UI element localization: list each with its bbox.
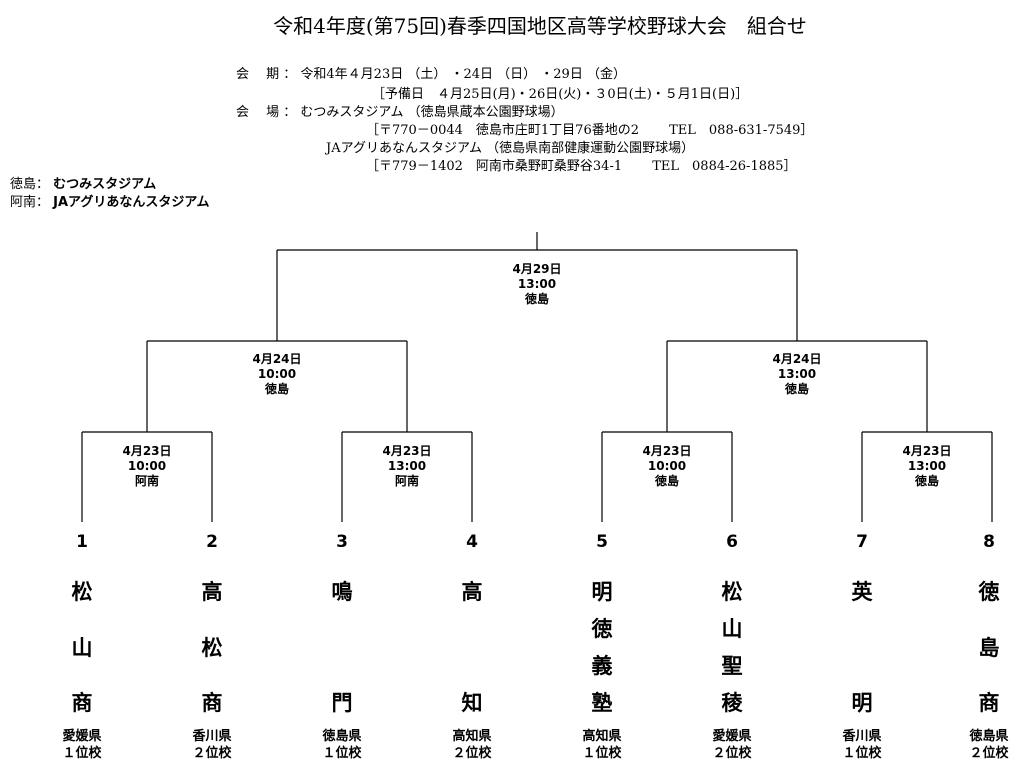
team-qualification: 高知県 １位校 (567, 728, 637, 762)
team-qualification: 徳島県 １位校 (307, 728, 377, 762)
team-rank: ２位校 (192, 746, 232, 761)
team-name-char: 商 (201, 691, 223, 715)
team-qualification: 徳島県 ２位校 (954, 728, 1024, 762)
match-time: 10:00 (647, 459, 687, 473)
team-rank: ２位校 (452, 746, 492, 761)
team-name-char: 島 (978, 636, 1000, 660)
team-name-char: 徳 (978, 580, 1000, 604)
team-name-char: 稜 (721, 691, 743, 715)
info-venue-1-address: ［〒770－0044 徳島市庄町1丁目76番地の2 TEL 088-631-75… (366, 123, 814, 138)
team-name-char: 山 (721, 617, 743, 641)
match-venue: 徳島 (914, 474, 939, 488)
venue-legend-label: 阿南： (10, 195, 50, 210)
match-date: 4月23日 (902, 444, 952, 458)
match-venue: 徳島 (524, 292, 549, 306)
team-rank: １位校 (62, 746, 102, 761)
info-reserve-days: ［予備日 ４月25日(月)・26日(火)・３0日(土)・５月1日(日)］ (372, 87, 749, 102)
match-round1-1: 4月23日 10:00 阿南 (87, 444, 207, 489)
team-qualification: 香川県 ２位校 (177, 728, 247, 762)
match-semifinal-1: 4月24日 10:00 徳島 (217, 352, 337, 397)
team-name-char: 門 (331, 691, 353, 715)
match-date: 4月24日 (772, 352, 822, 366)
match-time: 13:00 (517, 277, 557, 291)
team-name-char: 山 (71, 636, 93, 660)
match-date: 4月23日 (382, 444, 432, 458)
page-title: 令和4年度(第75回)春季四国地区高等学校野球大会 組合せ (273, 14, 807, 38)
match-venue: 阿南 (134, 474, 159, 488)
info-venue-2-address: ［〒779－1402 阿南市桑野町桑野谷34-1 TEL 0884-26-188… (366, 159, 797, 174)
team-qualification: 愛媛県 ２位校 (697, 728, 767, 762)
match-final: 4月29日 13:00 徳島 (477, 262, 597, 307)
team-prefecture: 徳島県 (322, 729, 362, 744)
team-rank: １位校 (322, 746, 362, 761)
team-number: 6 (726, 532, 738, 552)
team-name-char: 聖 (721, 654, 743, 678)
team-qualification: 香川県 １位校 (827, 728, 897, 762)
match-venue: 徳島 (264, 382, 289, 396)
team-prefecture: 香川県 (842, 729, 882, 744)
team-name-char: 高 (201, 580, 223, 604)
match-date: 4月24日 (252, 352, 302, 366)
team-number: 2 (206, 532, 218, 552)
venue-legend: 徳島： むつみスタジアム 阿南： JAアグリあなんスタジアム (10, 176, 210, 212)
match-date: 4月23日 (642, 444, 692, 458)
team-rank: ２位校 (969, 746, 1009, 761)
team-name-char: 徳 (591, 617, 613, 641)
team-prefecture: 愛媛県 (62, 729, 102, 744)
match-time: 13:00 (907, 459, 947, 473)
match-semifinal-2: 4月24日 13:00 徳島 (737, 352, 857, 397)
team-name-char: 知 (461, 691, 483, 715)
team-number: 4 (466, 532, 478, 552)
team-rank: １位校 (842, 746, 882, 761)
venue-legend-anan: 阿南： JAアグリあなんスタジアム (10, 194, 210, 212)
match-time: 13:00 (777, 367, 817, 381)
venue-legend-label: 徳島： (10, 177, 50, 192)
match-venue: 阿南 (394, 474, 419, 488)
team-name-char: 英 (851, 580, 873, 604)
info-venue-2: JAアグリあなんスタジアム （徳島県南部健康運動公園野球場） (326, 141, 695, 156)
team-number: 1 (76, 532, 88, 552)
team-prefecture: 高知県 (582, 729, 622, 744)
team-rank: １位校 (582, 746, 622, 761)
team-name-char: 義 (591, 654, 613, 678)
team-number: 3 (336, 532, 348, 552)
team-prefecture: 愛媛県 (712, 729, 752, 744)
venue-legend-name: JAアグリあなんスタジアム (53, 195, 210, 210)
venue-legend-name: むつみスタジアム (53, 177, 157, 192)
team-name-char: 明 (851, 691, 873, 715)
team-qualification: 愛媛県 １位校 (47, 728, 117, 762)
team-qualification: 高知県 ２位校 (437, 728, 507, 762)
match-round1-2: 4月23日 13:00 阿南 (347, 444, 467, 489)
team-prefecture: 高知県 (452, 729, 492, 744)
team-name-char: 高 (461, 580, 483, 604)
team-name-char: 松 (201, 636, 223, 660)
team-name-char: 松 (721, 580, 743, 604)
match-round1-4: 4月23日 13:00 徳島 (867, 444, 987, 489)
info-venue-1: 会 場 ： むつみスタジアム （徳島県蔵本公園野球場） (236, 105, 564, 120)
match-time: 10:00 (127, 459, 167, 473)
team-rank: ２位校 (712, 746, 752, 761)
team-number: 5 (596, 532, 608, 552)
team-number: 7 (856, 532, 868, 552)
team-name-char: 明 (591, 580, 613, 604)
match-time: 13:00 (387, 459, 427, 473)
team-name-char: 商 (71, 691, 93, 715)
match-venue: 徳島 (784, 382, 809, 396)
team-name-char: 商 (978, 691, 1000, 715)
team-name-char: 塾 (591, 691, 613, 715)
team-name-char: 鳴 (331, 580, 353, 604)
match-venue: 徳島 (654, 474, 679, 488)
team-prefecture: 香川県 (192, 729, 232, 744)
team-number: 8 (983, 532, 995, 552)
team-prefecture: 徳島県 (969, 729, 1009, 744)
team-name-char: 松 (71, 580, 93, 604)
info-period: 会 期 ： 令和4年４月23日 （土） ・24日 （日） ・29日 （金） (236, 67, 626, 82)
venue-legend-tokushima: 徳島： むつみスタジアム (10, 176, 210, 194)
match-round1-3: 4月23日 10:00 徳島 (607, 444, 727, 489)
match-date: 4月23日 (122, 444, 172, 458)
match-time: 10:00 (257, 367, 297, 381)
match-date: 4月29日 (512, 262, 562, 276)
